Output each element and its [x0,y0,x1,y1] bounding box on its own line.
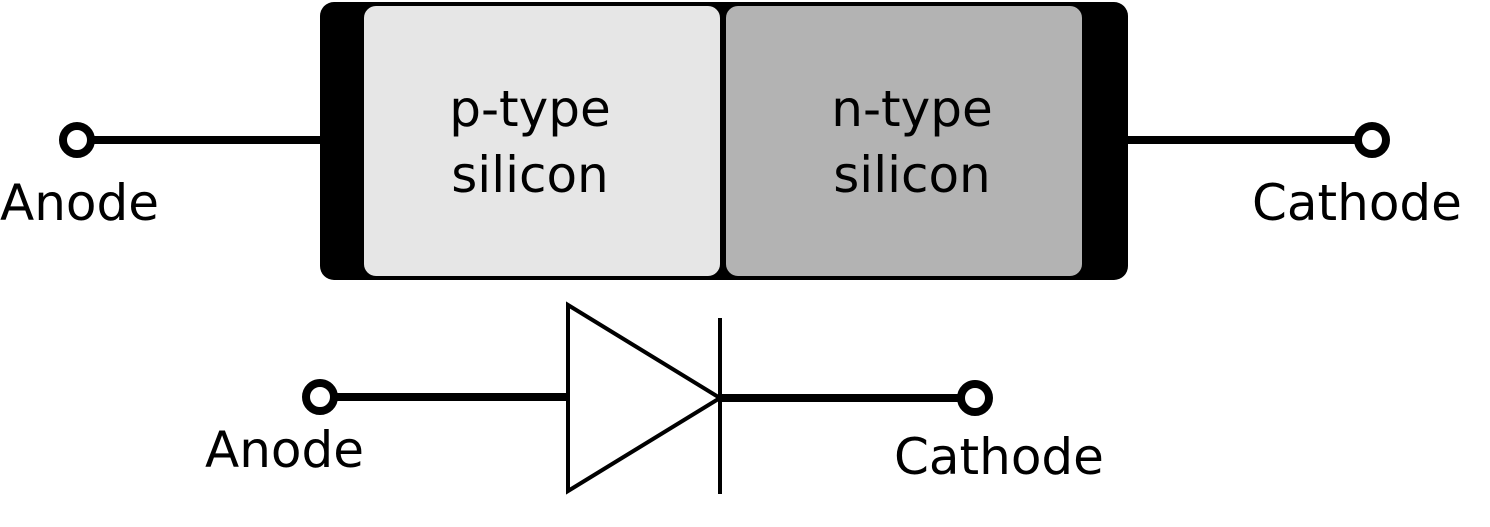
cathode-label-top: Cathode [1252,174,1462,232]
cathode-label-symbol: Cathode [894,428,1104,486]
anode-label-top: Anode [0,174,159,232]
anode-terminal-symbol [302,379,338,415]
diode-triangle [566,301,724,495]
diode-schematic-symbol: Anode Cathode [205,301,1104,495]
anode-terminal-top [59,122,95,158]
n-type-region [722,2,1086,280]
pn-junction-physical: p-type silicon n-type silicon Anode Cath… [0,2,1462,280]
n-type-label-line2: silicon [833,146,991,204]
anode-label-symbol: Anode [205,421,364,479]
p-type-region [360,2,724,280]
cathode-terminal-symbol [957,380,993,416]
cathode-terminal-top [1354,122,1390,158]
p-type-label-line1: p-type [449,80,610,138]
n-type-label-line1: n-type [831,80,992,138]
p-type-label-line2: silicon [451,146,609,204]
